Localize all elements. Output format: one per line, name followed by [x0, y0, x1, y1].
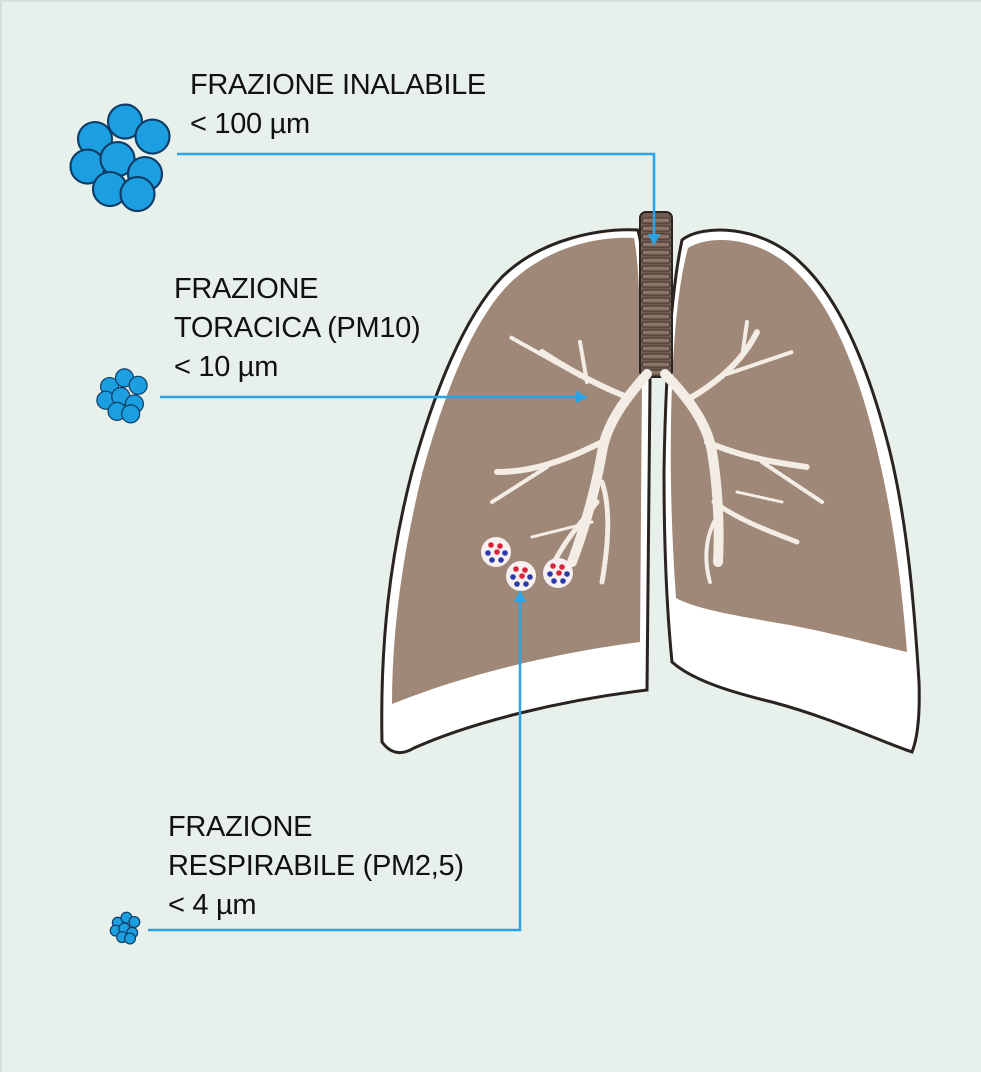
connector-inalabile — [177, 154, 654, 240]
alveolus-dot — [489, 557, 495, 563]
alveolus-dot — [523, 581, 529, 587]
particle — [136, 120, 170, 154]
label-line: FRAZIONE INALABILE — [190, 66, 486, 105]
alveolus-dot — [550, 563, 556, 569]
trachea-ring — [642, 314, 670, 319]
alveolus-dot — [564, 571, 570, 577]
alveolus-dot — [560, 578, 566, 584]
label-line: < 4 µm — [168, 886, 464, 925]
trachea-ring — [642, 290, 670, 295]
alveolus-dot — [547, 571, 553, 577]
trachea-ring — [642, 298, 670, 303]
label-line: < 100 µm — [190, 105, 486, 144]
alveolus-dot — [510, 574, 516, 580]
trachea-ring — [642, 226, 670, 231]
particle — [129, 376, 147, 394]
alveolus-dot — [513, 566, 519, 572]
label-line: < 10 µm — [174, 348, 420, 387]
label-frazione-toracica: FRAZIONE TORACICA (PM10) < 10 µm — [174, 270, 420, 387]
alveolus-dot — [494, 549, 500, 555]
trachea-ring — [642, 322, 670, 327]
lungs — [382, 212, 919, 753]
alveolus-dot — [514, 581, 520, 587]
alveolus-dot — [485, 550, 491, 556]
trachea-ring — [642, 218, 670, 223]
alveolus-dot — [559, 564, 565, 570]
alveolus-dot — [556, 570, 562, 576]
trachea-ring — [642, 274, 670, 279]
label-line: FRAZIONE — [168, 808, 464, 847]
particle-cluster-respirabile — [110, 912, 140, 944]
trachea-ring — [642, 330, 670, 335]
particle-cluster-toracica — [97, 369, 147, 423]
alveolus-dot — [527, 574, 533, 580]
particle-cluster-inalabile — [71, 105, 170, 212]
label-line: RESPIRABILE (PM2,5) — [168, 847, 464, 886]
trachea-ring — [642, 346, 670, 351]
label-line: TORACICA (PM10) — [174, 309, 420, 348]
trachea-ring — [642, 282, 670, 287]
label-line: FRAZIONE — [174, 270, 420, 309]
trachea-ring — [642, 266, 670, 271]
alveolus-dot — [502, 550, 508, 556]
particle — [125, 933, 136, 944]
label-frazione-inalabile: FRAZIONE INALABILE < 100 µm — [190, 66, 486, 144]
trachea-ring — [642, 242, 670, 247]
alveolus-dot — [522, 567, 528, 573]
alveolus-dot — [519, 573, 525, 579]
left-lung — [382, 230, 650, 753]
alveolus-dot — [551, 578, 557, 584]
trachea-ring — [642, 250, 670, 255]
label-frazione-respirabile: FRAZIONE RESPIRABILE (PM2,5) < 4 µm — [168, 808, 464, 925]
trachea-ring — [642, 258, 670, 263]
alveolus-dot — [488, 542, 494, 548]
particle — [129, 917, 140, 928]
trachea-ring — [642, 338, 670, 343]
alveolus-dot — [498, 557, 504, 563]
particle — [121, 177, 155, 211]
trachea-ring — [642, 354, 670, 359]
trachea-ring — [642, 362, 670, 367]
particle — [122, 405, 140, 423]
right-lung — [664, 230, 919, 752]
trachea-ring — [642, 306, 670, 311]
alveolus-dot — [497, 543, 503, 549]
